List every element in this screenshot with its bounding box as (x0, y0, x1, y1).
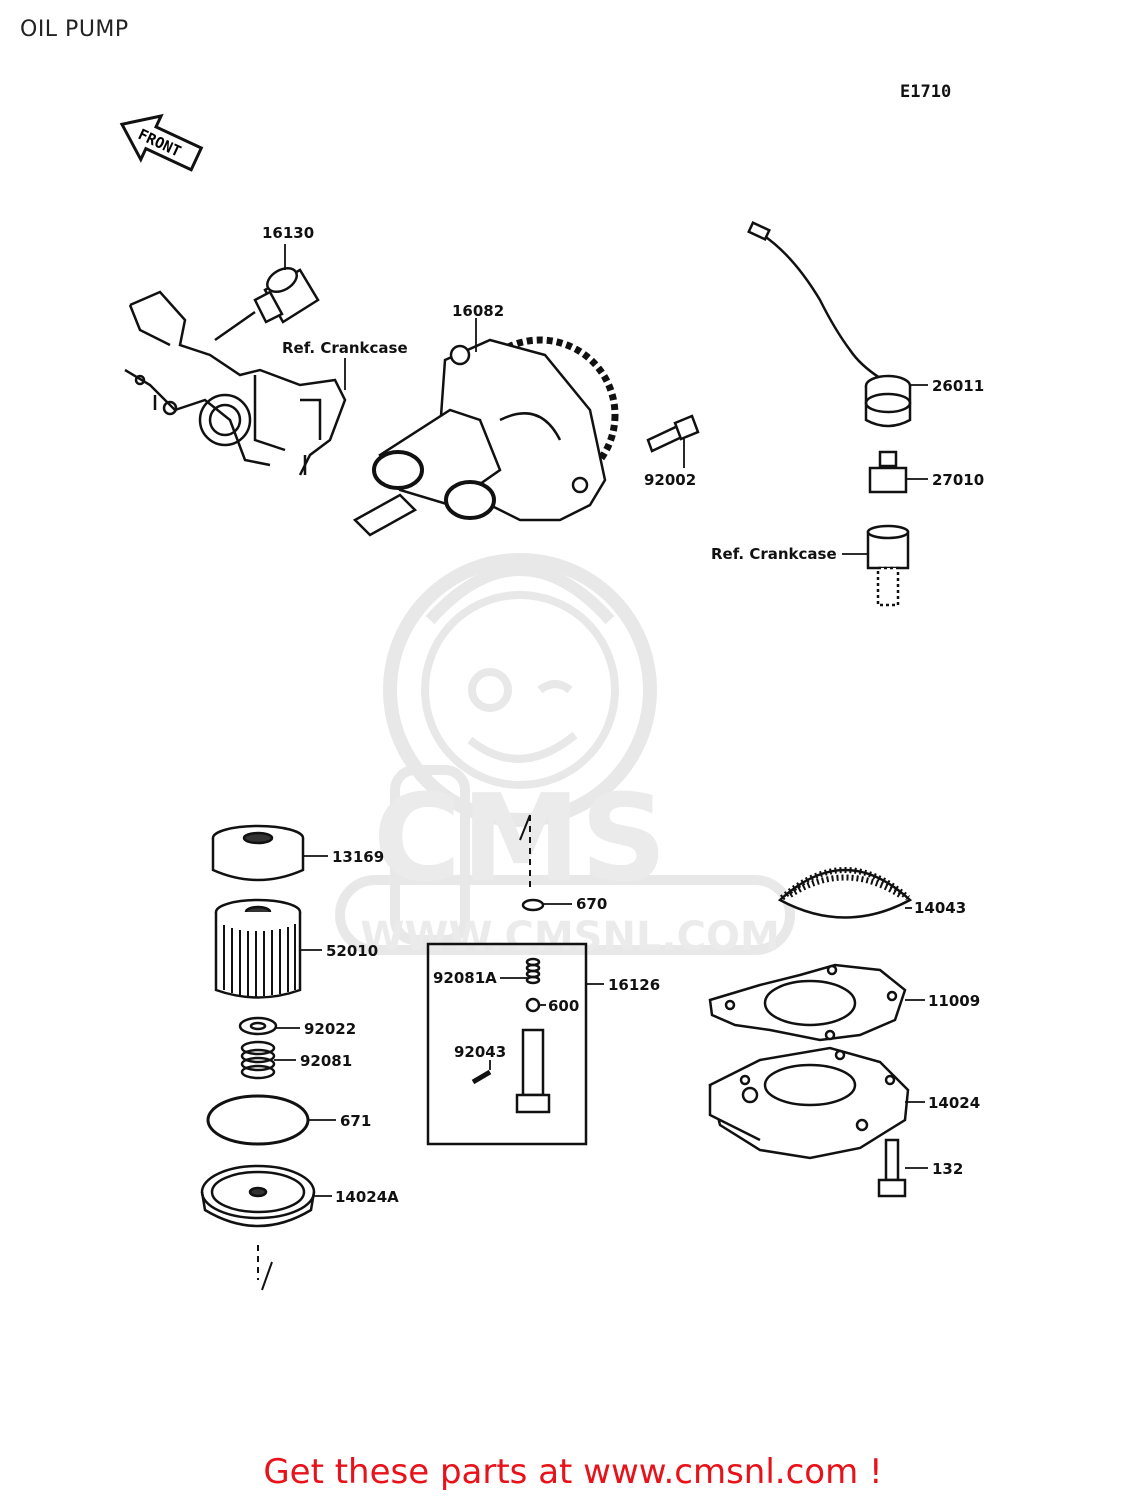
watermark-url: WWW.CMSNL.COM (360, 914, 780, 960)
part-label-14043[interactable]: 14043 (914, 899, 966, 917)
crankcase-fitting (866, 524, 910, 607)
part-label-92081A[interactable]: 92081A (433, 969, 497, 987)
part-label-14024A[interactable]: 14024A (335, 1188, 399, 1206)
part-label-27010[interactable]: 27010 (932, 471, 984, 489)
ref-crankcase-label-right: Ref. Crankcase (711, 545, 837, 563)
part-label-26011[interactable]: 26011 (932, 377, 984, 395)
footer-cta-link[interactable]: Get these parts at www.cmsnl.com ! (263, 1452, 883, 1492)
center-axis-lines (257, 814, 531, 1291)
part-label-671[interactable]: 671 (340, 1112, 371, 1130)
part-label-600[interactable]: 600 (548, 997, 579, 1015)
part-label-92043[interactable]: 92043 (454, 1043, 506, 1061)
gasket-11009 (708, 963, 907, 1042)
ref-crankcase-label-top: Ref. Crankcase (282, 339, 408, 357)
part-label-670[interactable]: 670 (576, 895, 607, 913)
spring-92081 (240, 1040, 276, 1080)
part-label-132[interactable]: 132 (932, 1160, 963, 1178)
diagram-code: E1710 (900, 82, 952, 102)
oil-strainer-14043 (777, 867, 913, 919)
bolt-132 (877, 1138, 907, 1198)
bolt-92002 (646, 414, 700, 453)
part-label-16130[interactable]: 16130 (262, 224, 314, 242)
part-label-14024[interactable]: 14024 (928, 1094, 980, 1112)
oil-pump-assembly-16082 (352, 336, 619, 537)
watermark: CMS WWW.CMSNL.COM (335, 553, 795, 960)
part-label-16126[interactable]: 16126 (608, 976, 660, 994)
part-label-11009[interactable]: 11009 (928, 992, 980, 1010)
part-label-92002[interactable]: 92002 (644, 471, 696, 489)
page-title: OIL PUMP (20, 17, 129, 42)
part-label-92022[interactable]: 92022 (304, 1020, 356, 1038)
filter-cover-13169 (211, 824, 305, 882)
part-label-52010[interactable]: 52010 (326, 942, 378, 960)
cover-14024 (708, 1046, 910, 1160)
crankcase-section-illustration (124, 290, 347, 476)
oil-pressure-switch-26011 (747, 221, 912, 428)
front-arrow-icon: FRONT (119, 113, 204, 172)
part-label-92081[interactable]: 92081 (300, 1052, 352, 1070)
part-label-16082[interactable]: 16082 (452, 302, 504, 320)
washer-92022 (238, 1016, 278, 1036)
leader-lines (274, 244, 928, 1197)
o-ring-671 (206, 1094, 310, 1146)
relief-valve-group-16126 (426, 898, 588, 1146)
part-label-13169[interactable]: 13169 (332, 848, 384, 866)
parts-diagram: CMS WWW.CMSNL.COM FRONT (119, 113, 984, 1291)
oil-filter-52010 (214, 898, 302, 999)
switch-27010 (868, 450, 908, 494)
filter-cap-14024A (200, 1164, 316, 1228)
oil-pressure-relief-part-16130 (214, 266, 320, 342)
